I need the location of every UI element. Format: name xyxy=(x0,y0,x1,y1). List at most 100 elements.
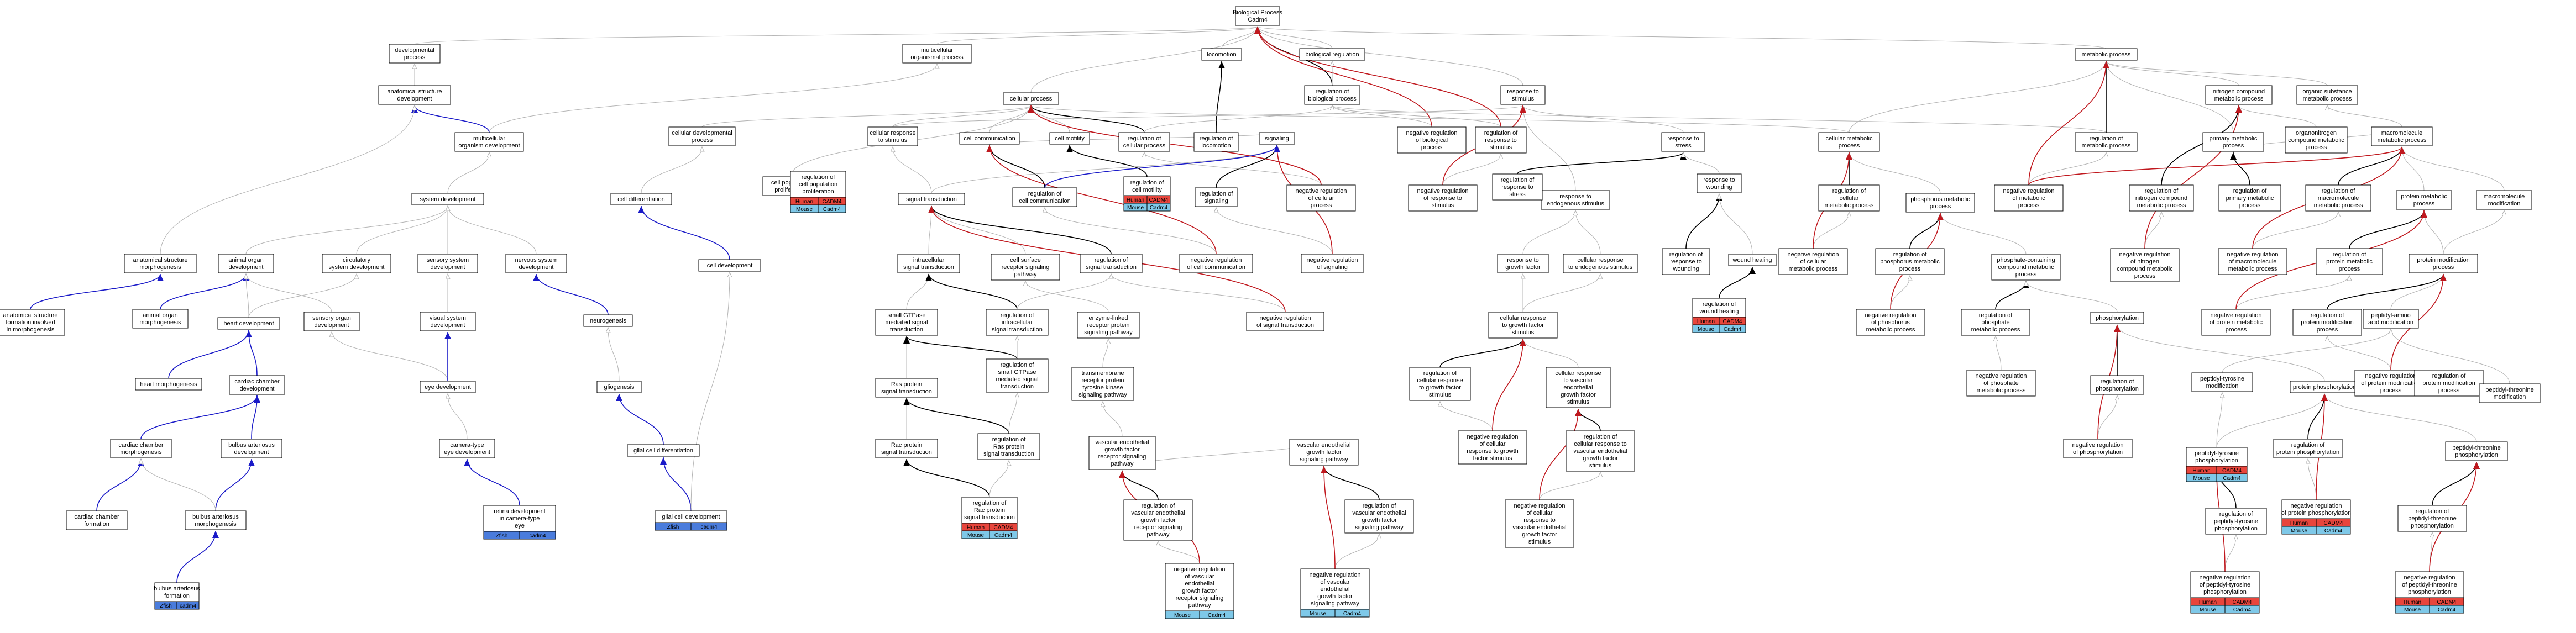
go-term-celldiff[interactable]: cell differentiation xyxy=(610,193,672,205)
go-term-regpeptthrphos[interactable]: regulation ofpeptidyl-threoninephosphory… xyxy=(2397,505,2467,532)
go-term-sysdev[interactable]: system development xyxy=(411,193,484,205)
go-term-protphos[interactable]: protein phosphorylation xyxy=(2290,381,2359,393)
go-term-eyedev[interactable]: eye development xyxy=(420,381,476,393)
go-term-cellproc[interactable]: cellular process xyxy=(1003,92,1059,105)
go-term-bioreg[interactable]: biological regulation xyxy=(1299,48,1365,61)
go-term-heartmorph[interactable]: heart morphogenesis xyxy=(135,378,202,391)
go-term-gliogen[interactable]: gliogenesis xyxy=(596,381,642,393)
go-term-regpeptyrphos[interactable]: regulation ofpeptidyl-tyrosinephosphoryl… xyxy=(2205,508,2267,535)
go-term-phosphorylation[interactable]: phosphorylation xyxy=(2090,312,2144,324)
go-term-heartdev[interactable]: heart development xyxy=(217,317,280,330)
go-term-celldev[interactable]: cell development xyxy=(698,259,761,272)
go-term-glialdiff[interactable]: glial cell differentiation xyxy=(627,444,700,457)
go-term-locomotion[interactable]: locomotion xyxy=(1201,48,1242,61)
go-term-signaling[interactable]: signaling xyxy=(1259,132,1295,145)
